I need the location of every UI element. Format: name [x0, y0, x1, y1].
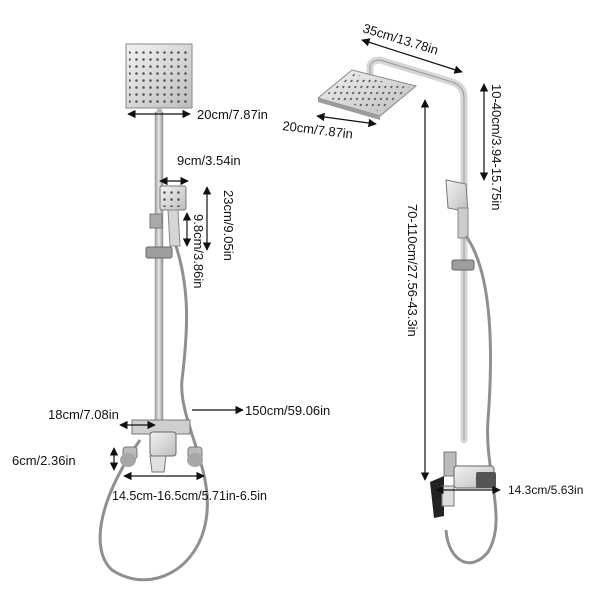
- right-total-height-label: 70-110cm/27.56-43.3in: [405, 204, 420, 337]
- right-hand-shower: [445, 179, 475, 271]
- right-shower-hose: [444, 235, 498, 565]
- right-mixer-valve: [430, 451, 496, 518]
- left-holder-spacing-label: 9.8cm/3.86in: [191, 214, 206, 288]
- left-handheld-width-label: 9cm/3.54in: [177, 153, 241, 168]
- left-hand-shower: [149, 185, 187, 247]
- left-riser-pipe: [154, 111, 164, 423]
- left-shower-hose: [98, 245, 209, 582]
- right-head-width-label: 20cm/7.87in: [282, 118, 354, 142]
- right-arm-drop-label: 10-40cm/3.94-15.75in: [489, 84, 504, 210]
- left-rain-shower-head: [125, 43, 193, 114]
- left-inlet-spacing-label: 14.5cm-16.5cm/5.71in-6.5in: [112, 489, 267, 503]
- right-head-width-line: [316, 112, 377, 128]
- right-rain-shower-head: [316, 69, 418, 120]
- left-head-width-label: 20cm/7.87in: [197, 107, 268, 122]
- left-spout-length-label: 18cm/7.08in: [48, 407, 119, 422]
- left-slide-bar-clamp: [145, 246, 173, 259]
- left-handheld-length-label: 23cm/9.05in: [221, 190, 236, 261]
- right-mixer-width-label: 14.3cm/5.63in: [508, 483, 583, 497]
- right-shower-system: 35cm/13.78in 20cm/7.87in 10-40cm/3.94-15…: [282, 21, 583, 565]
- right-arm-length-line: [361, 38, 463, 74]
- left-spout-height-label: 6cm/2.36in: [12, 453, 76, 468]
- left-shower-system: 20cm/7.87in 9cm/3.54in 23cm/9.05in 9.8cm…: [12, 43, 330, 582]
- left-hose-length-label: 150cm/59.06in: [245, 403, 330, 418]
